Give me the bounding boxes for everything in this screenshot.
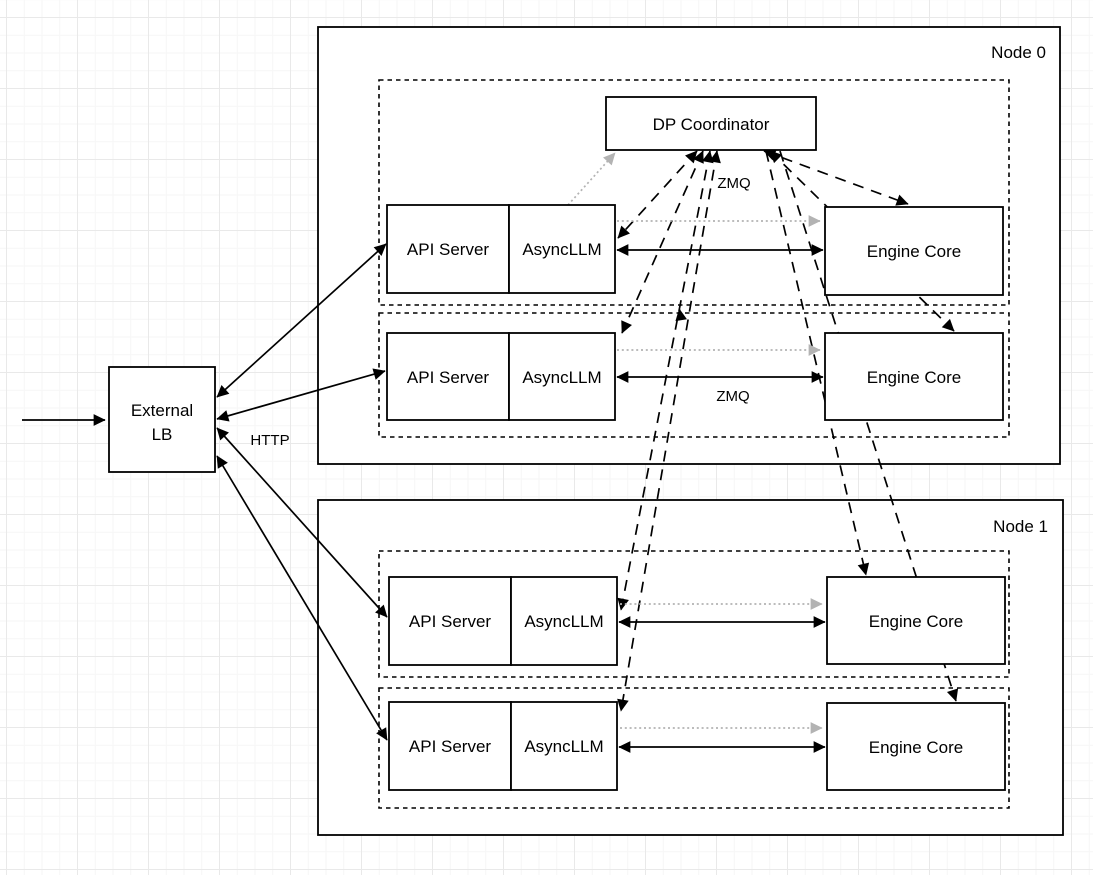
asyncllm-label-n0r2: AsyncLLM [522,368,601,387]
asyncllm-label-n1r2: AsyncLLM [524,737,603,756]
zmq-label-engine: ZMQ [716,388,749,405]
zmq-label-coordinator: ZMQ [717,175,750,192]
api-server-label-n1r1: API Server [409,612,492,631]
node1-title: Node 1 [993,517,1048,536]
external-lb-label-line1: External [131,401,193,420]
api-server-label-n0r1: API Server [407,240,490,259]
http-label: HTTP [250,432,289,449]
engine-core-label-n1r2: Engine Core [869,738,964,757]
asyncllm-label-n1r1: AsyncLLM [524,612,603,631]
engine-core-box-n0r2 [824,332,1004,421]
asyncllm-box-n1r1 [510,576,618,666]
engine-core-label-n0r2: Engine Core [867,368,962,387]
asyncllm-box-n1r2 [510,701,618,791]
zmq-dashed-arrow-coordinator-engine-n1r1 [765,150,870,576]
external-lb-label-line2: LB [152,425,173,444]
api-server-label-n1r2: API Server [409,737,492,756]
dp-coordinator-box [605,96,817,151]
node0-title: Node 0 [991,43,1046,62]
engine-core-label-n0r1: Engine Core [867,242,962,261]
asyncllm-label-n0r1: AsyncLLM [522,240,601,259]
node0-group1-dashed-box [378,79,1010,306]
asyncllm-box-n0r1 [508,204,616,294]
http-arrow-lb-apiserver-n0r2 [216,368,386,422]
asyncllm-box-n0r2 [508,332,616,421]
zmq-dashed-arrow-coordinator-engine-n0r2 [769,150,955,332]
api-server-box-n1r1 [388,576,512,666]
api-server-box-n0r2 [386,332,510,421]
external-lb-box [108,366,216,473]
engine-core-box-n1r1 [826,576,1006,665]
dotted-arrow-asyncllm-coordinator [567,152,616,206]
engine-core-box-n1r2 [826,702,1006,791]
api-server-label-n0r2: API Server [407,368,490,387]
dp-coordinator-label: DP Coordinator [653,115,770,134]
engine-core-label-n1r1: Engine Core [869,612,964,631]
api-server-box-n1r2 [388,701,512,791]
engine-core-box-n0r1 [824,206,1004,296]
http-arrow-lb-apiserver-n1r2 [216,455,388,741]
